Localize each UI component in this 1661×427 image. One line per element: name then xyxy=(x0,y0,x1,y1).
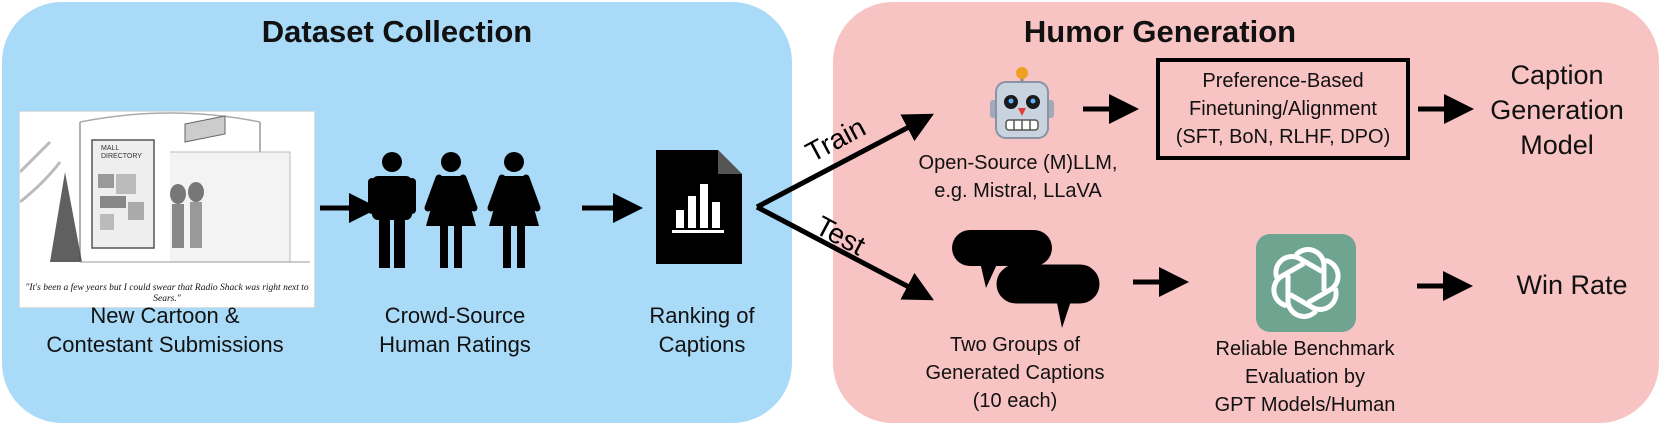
crowd-label-line-1: Crowd-Source xyxy=(384,303,526,328)
cartoon-label-line-2: Contestant Submissions xyxy=(46,332,284,357)
captions-label-line-2: Generated Captions xyxy=(925,362,1105,384)
captions-label-line-3: (10 each) xyxy=(972,390,1058,412)
robot-icon xyxy=(990,67,1054,139)
llm-label-line-1: Open-Source (M)LLM, xyxy=(918,152,1118,174)
output-model-line-1: Caption xyxy=(1510,60,1604,90)
humor-generation-panel xyxy=(833,2,1659,423)
finetuning-box-label: Preference-Based Finetuning/Alignment (S… xyxy=(1156,67,1410,151)
crowd-label: Crowd-Source Human Ratings xyxy=(355,301,555,359)
benchmark-label-line-1: Reliable Benchmark xyxy=(1215,338,1395,360)
ranking-label-line-2: Captions xyxy=(658,332,746,357)
benchmark-label-line-2: Evaluation by xyxy=(1244,366,1366,388)
captions-label-line-1: Two Groups of xyxy=(949,334,1081,356)
finetuning-box xyxy=(1156,58,1410,160)
finetuning-line-3: (SFT, BoN, RLHF, DPO) xyxy=(1175,126,1391,148)
bar-chart-document-icon xyxy=(656,150,742,264)
ranking-label-line-1: Ranking of xyxy=(649,303,755,328)
benchmark-label: Reliable Benchmark Evaluation by GPT Mod… xyxy=(1180,335,1430,419)
ranking-label: Ranking of Captions xyxy=(612,301,792,359)
cartoon-label-line-1: New Cartoon & xyxy=(90,303,240,328)
openai-logo-icon xyxy=(1256,234,1356,332)
humor-generation-title: Humor Generation xyxy=(1023,14,1297,49)
finetuning-line-1: Preference-Based xyxy=(1202,70,1364,92)
captions-label: Two Groups of Generated Captions (10 eac… xyxy=(900,331,1130,415)
caption-generation-model-label: Caption Generation Model xyxy=(1482,58,1632,163)
output-model-line-2: Generation xyxy=(1490,95,1624,125)
llm-label-line-2: e.g. Mistral, LLaVA xyxy=(934,180,1102,202)
benchmark-label-line-3: GPT Models/Human xyxy=(1214,394,1396,416)
crowd-label-line-2: Human Ratings xyxy=(379,332,531,357)
cartoon-drawing xyxy=(20,112,314,307)
win-rate-label: Win Rate xyxy=(1516,270,1628,300)
llm-label: Open-Source (M)LLM, e.g. Mistral, LLaVA xyxy=(898,149,1138,205)
people-icon xyxy=(368,152,541,268)
output-model-line-3: Model xyxy=(1520,130,1594,160)
cartoon-label: New Cartoon & Contestant Submissions xyxy=(10,301,320,359)
cartoon-caption: "It's been a few years but I could swear… xyxy=(25,283,309,304)
mall-directory-sign: MALL DIRECTORY xyxy=(101,145,142,160)
finetuning-line-2: Finetuning/Alignment xyxy=(1189,98,1377,120)
speech-bubbles-icon xyxy=(952,230,1100,328)
dataset-collection-title: Dataset Collection xyxy=(261,14,533,49)
cartoon-image: MALL DIRECTORY "It's been a few years bu… xyxy=(19,111,315,308)
